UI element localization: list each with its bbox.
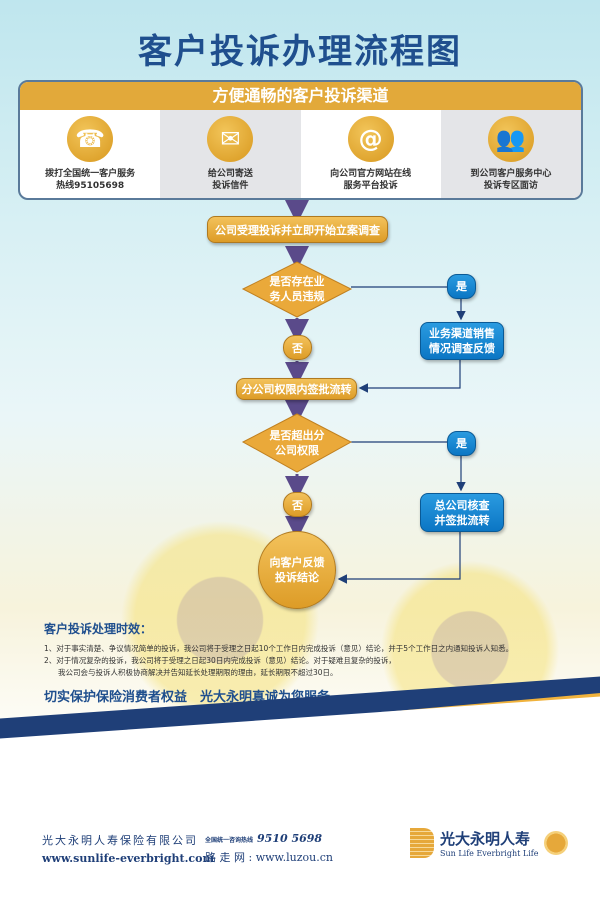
channels-heading: 方便通畅的客户投诉渠道 <box>20 82 581 110</box>
branch-text: 情况调查反馈 <box>429 342 495 355</box>
channel-phone: ☎ 拨打全国统一客户服务热线95105698 <box>20 110 160 198</box>
channel-label: 到公司客户服务中心 <box>470 169 552 179</box>
decision-text: 是否超出分 <box>269 429 325 442</box>
channel-web: @ 向公司官方网站在线服务平台投诉 <box>301 110 441 198</box>
page-title: 客户投诉办理流程图 <box>138 32 462 72</box>
step-accept-complaint: 公司受理投诉并立即开始立案调查 <box>207 216 388 243</box>
final-text: 向客户反馈 <box>269 556 325 569</box>
decision-text: 务人员违规 <box>269 290 325 303</box>
decision-violation: 是否存在业务人员违规 <box>243 274 351 304</box>
note-item-2-cont: 我公司会与投诉人积极协商解决并告知延长处理期限的理由，延长期限不超过30日。 <box>58 668 338 677</box>
sun-globe-icon <box>544 831 569 855</box>
branch-channel-investigation: 业务渠道销售情况调查反馈 <box>420 322 504 360</box>
channel-label: 拨打全国统一客户服务 <box>45 169 136 179</box>
processing-time-notes: 客户投诉处理时效： 1、对于事实清楚、争议情况简单的投诉，我公司将于受理之日起1… <box>44 620 594 679</box>
channel-mail: ✉ 给公司寄送投诉信件 <box>160 110 301 198</box>
channel-label: 服务平台投诉 <box>343 181 398 191</box>
envelope-icon: ✉ <box>207 116 254 162</box>
channel-label: 向公司官方网站在线 <box>330 169 412 179</box>
logo-mark-icon <box>410 828 434 858</box>
luzou-link[interactable]: 路 走 网 : www.luzou.cn <box>205 851 333 864</box>
note-item-1: 1、对于事实清楚、争议情况简单的投诉，我公司将于受理之日起10个工作日内完成投诉… <box>44 644 514 653</box>
hotline-number: 9510 5698 <box>257 832 323 845</box>
channel-visit: 👥 到公司客户服务中心投诉专区面访 <box>440 110 581 198</box>
people-icon: 👥 <box>487 116 534 162</box>
branch-text: 业务渠道销售 <box>429 327 495 340</box>
footer-company: 光大永明人寿保险有限公司 www.sunlife-everbright.com <box>42 832 214 865</box>
hotline-label: 全国统一咨询热线 <box>205 837 254 844</box>
channels-panel: 方便通畅的客户投诉渠道 ☎ 拨打全国统一客户服务热线95105698 ✉ 给公司寄送… <box>18 80 583 200</box>
decision-diamond-1 <box>241 261 353 318</box>
note-item-2: 2、对于情况复杂的投诉，我公司将于受理之日起30日内完成投诉（意见）结论。对于疑… <box>44 656 396 665</box>
channel-label: 投诉专区面访 <box>483 181 538 191</box>
no-label-1: 否 <box>283 335 312 360</box>
channel-label: 给公司寄送 <box>207 169 253 179</box>
branch-text: 总公司核查 <box>434 498 490 512</box>
logo-cn: 光大永明人寿 <box>440 830 531 848</box>
no-label-2: 否 <box>283 492 312 517</box>
branch-text: 并签批流转 <box>434 513 490 527</box>
final-text: 投诉结论 <box>275 571 319 584</box>
yes-label-2: 是 <box>447 431 476 456</box>
decision-text: 公司权限 <box>275 444 319 457</box>
channel-label: 投诉信件 <box>212 181 249 191</box>
flow-connectors <box>241 200 466 584</box>
step-branch-approval: 分公司权限内签批流转 <box>236 378 357 400</box>
company-website[interactable]: www.sunlife-everbright.com <box>42 852 215 865</box>
decision-diamond-2 <box>241 413 353 473</box>
final-feedback-circle: 向客户反馈投诉结论 <box>258 531 336 609</box>
decision-authority: 是否超出分公司权限 <box>243 428 351 458</box>
notes-heading: 客户投诉处理时效： <box>44 622 153 636</box>
logo-en: Sun Life Everbright Life <box>440 849 539 858</box>
yes-label-1: 是 <box>447 274 476 299</box>
decision-text: 是否存在业 <box>269 275 325 288</box>
company-name: 光大永明人寿保险有限公司 <box>42 834 198 847</box>
computer-icon: @ <box>347 116 394 162</box>
branch-head-office-review: 总公司核查并签批流转 <box>420 493 504 532</box>
channel-label: 热线95105698 <box>56 181 125 191</box>
phone-icon: ☎ <box>67 116 114 162</box>
